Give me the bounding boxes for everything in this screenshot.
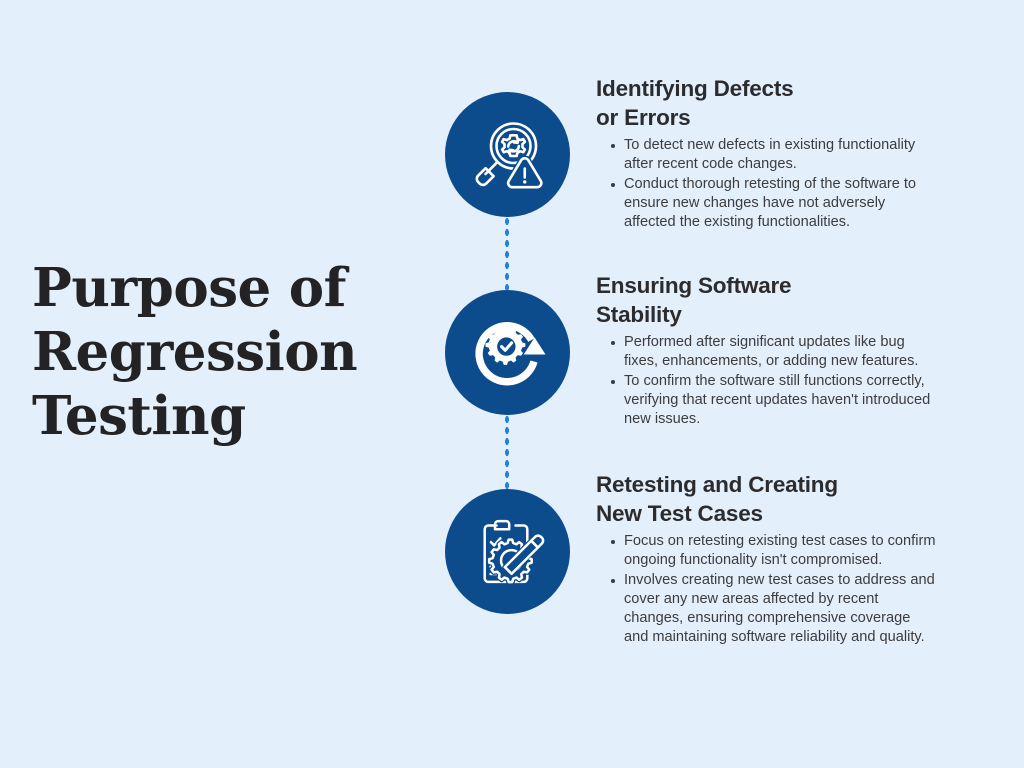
- refresh-gear-check-icon: [474, 321, 545, 385]
- section-bullets-3: Focus on retesting existing test cases t…: [596, 532, 936, 647]
- section-heading-2: Ensuring Software Stability: [596, 273, 792, 327]
- content-block-1: Identifying Defects or Errors To detect …: [596, 74, 936, 233]
- check-mark: [499, 340, 513, 352]
- timeline-spine: [445, 92, 571, 620]
- dotted-connector-1: [504, 216, 510, 290]
- magnifier-gear-warning-icon: [475, 121, 544, 190]
- bullet-dot-icon: [611, 578, 615, 583]
- exclamation-dot: [522, 179, 526, 184]
- section-heading-3: Retesting and Creating New Test Cases: [596, 472, 838, 526]
- title-block: Purpose of Regression Testing: [32, 256, 402, 448]
- bullet-text: Involves creating new test cases to addr…: [624, 572, 935, 645]
- icon-circle-1: [445, 92, 570, 217]
- bullet-text: To confirm the software still functions …: [624, 373, 931, 427]
- icon-circle-2: [445, 290, 570, 415]
- arrowhead: [523, 337, 545, 354]
- list-item: Performed after significant updates like…: [596, 333, 936, 371]
- content-block-3: Retesting and Creating New Test Cases Fo…: [596, 470, 936, 648]
- bullet-text: To detect new defects in existing functi…: [624, 137, 916, 172]
- page-title: Purpose of Regression Testing: [32, 257, 358, 447]
- bullet-text: Conduct thorough retesting of the softwa…: [624, 176, 917, 230]
- content-block-2: Ensuring Software Stability Performed af…: [596, 271, 936, 430]
- pencil-overlay: [501, 533, 544, 576]
- bullet-dot-icon: [611, 539, 615, 544]
- gear-badge: [484, 324, 525, 365]
- section-bullets-2: Performed after significant updates like…: [596, 333, 936, 429]
- bullet-dot-icon: [611, 340, 615, 345]
- list-item: Involves creating new test cases to addr…: [596, 571, 936, 647]
- bullet-dot-icon: [611, 143, 615, 148]
- list-item: Conduct thorough retesting of the softwa…: [596, 175, 936, 232]
- list-item: To detect new defects in existing functi…: [596, 136, 936, 174]
- list-item: To confirm the software still functions …: [596, 372, 936, 429]
- list-item: Focus on retesting existing test cases t…: [596, 532, 936, 570]
- icon-circle-3: [445, 489, 570, 614]
- bullet-text: Focus on retesting existing test cases t…: [624, 533, 936, 568]
- bullet-text: Performed after significant updates like…: [624, 334, 919, 369]
- bullet-dot-icon: [611, 379, 615, 384]
- section-bullets-1: To detect new defects in existing functi…: [596, 136, 936, 232]
- clipboard-gear-pencil-icon: [482, 519, 544, 585]
- bullet-dot-icon: [611, 182, 615, 187]
- dotted-connector-2: [504, 414, 510, 490]
- section-heading-1: Identifying Defects or Errors: [596, 76, 794, 130]
